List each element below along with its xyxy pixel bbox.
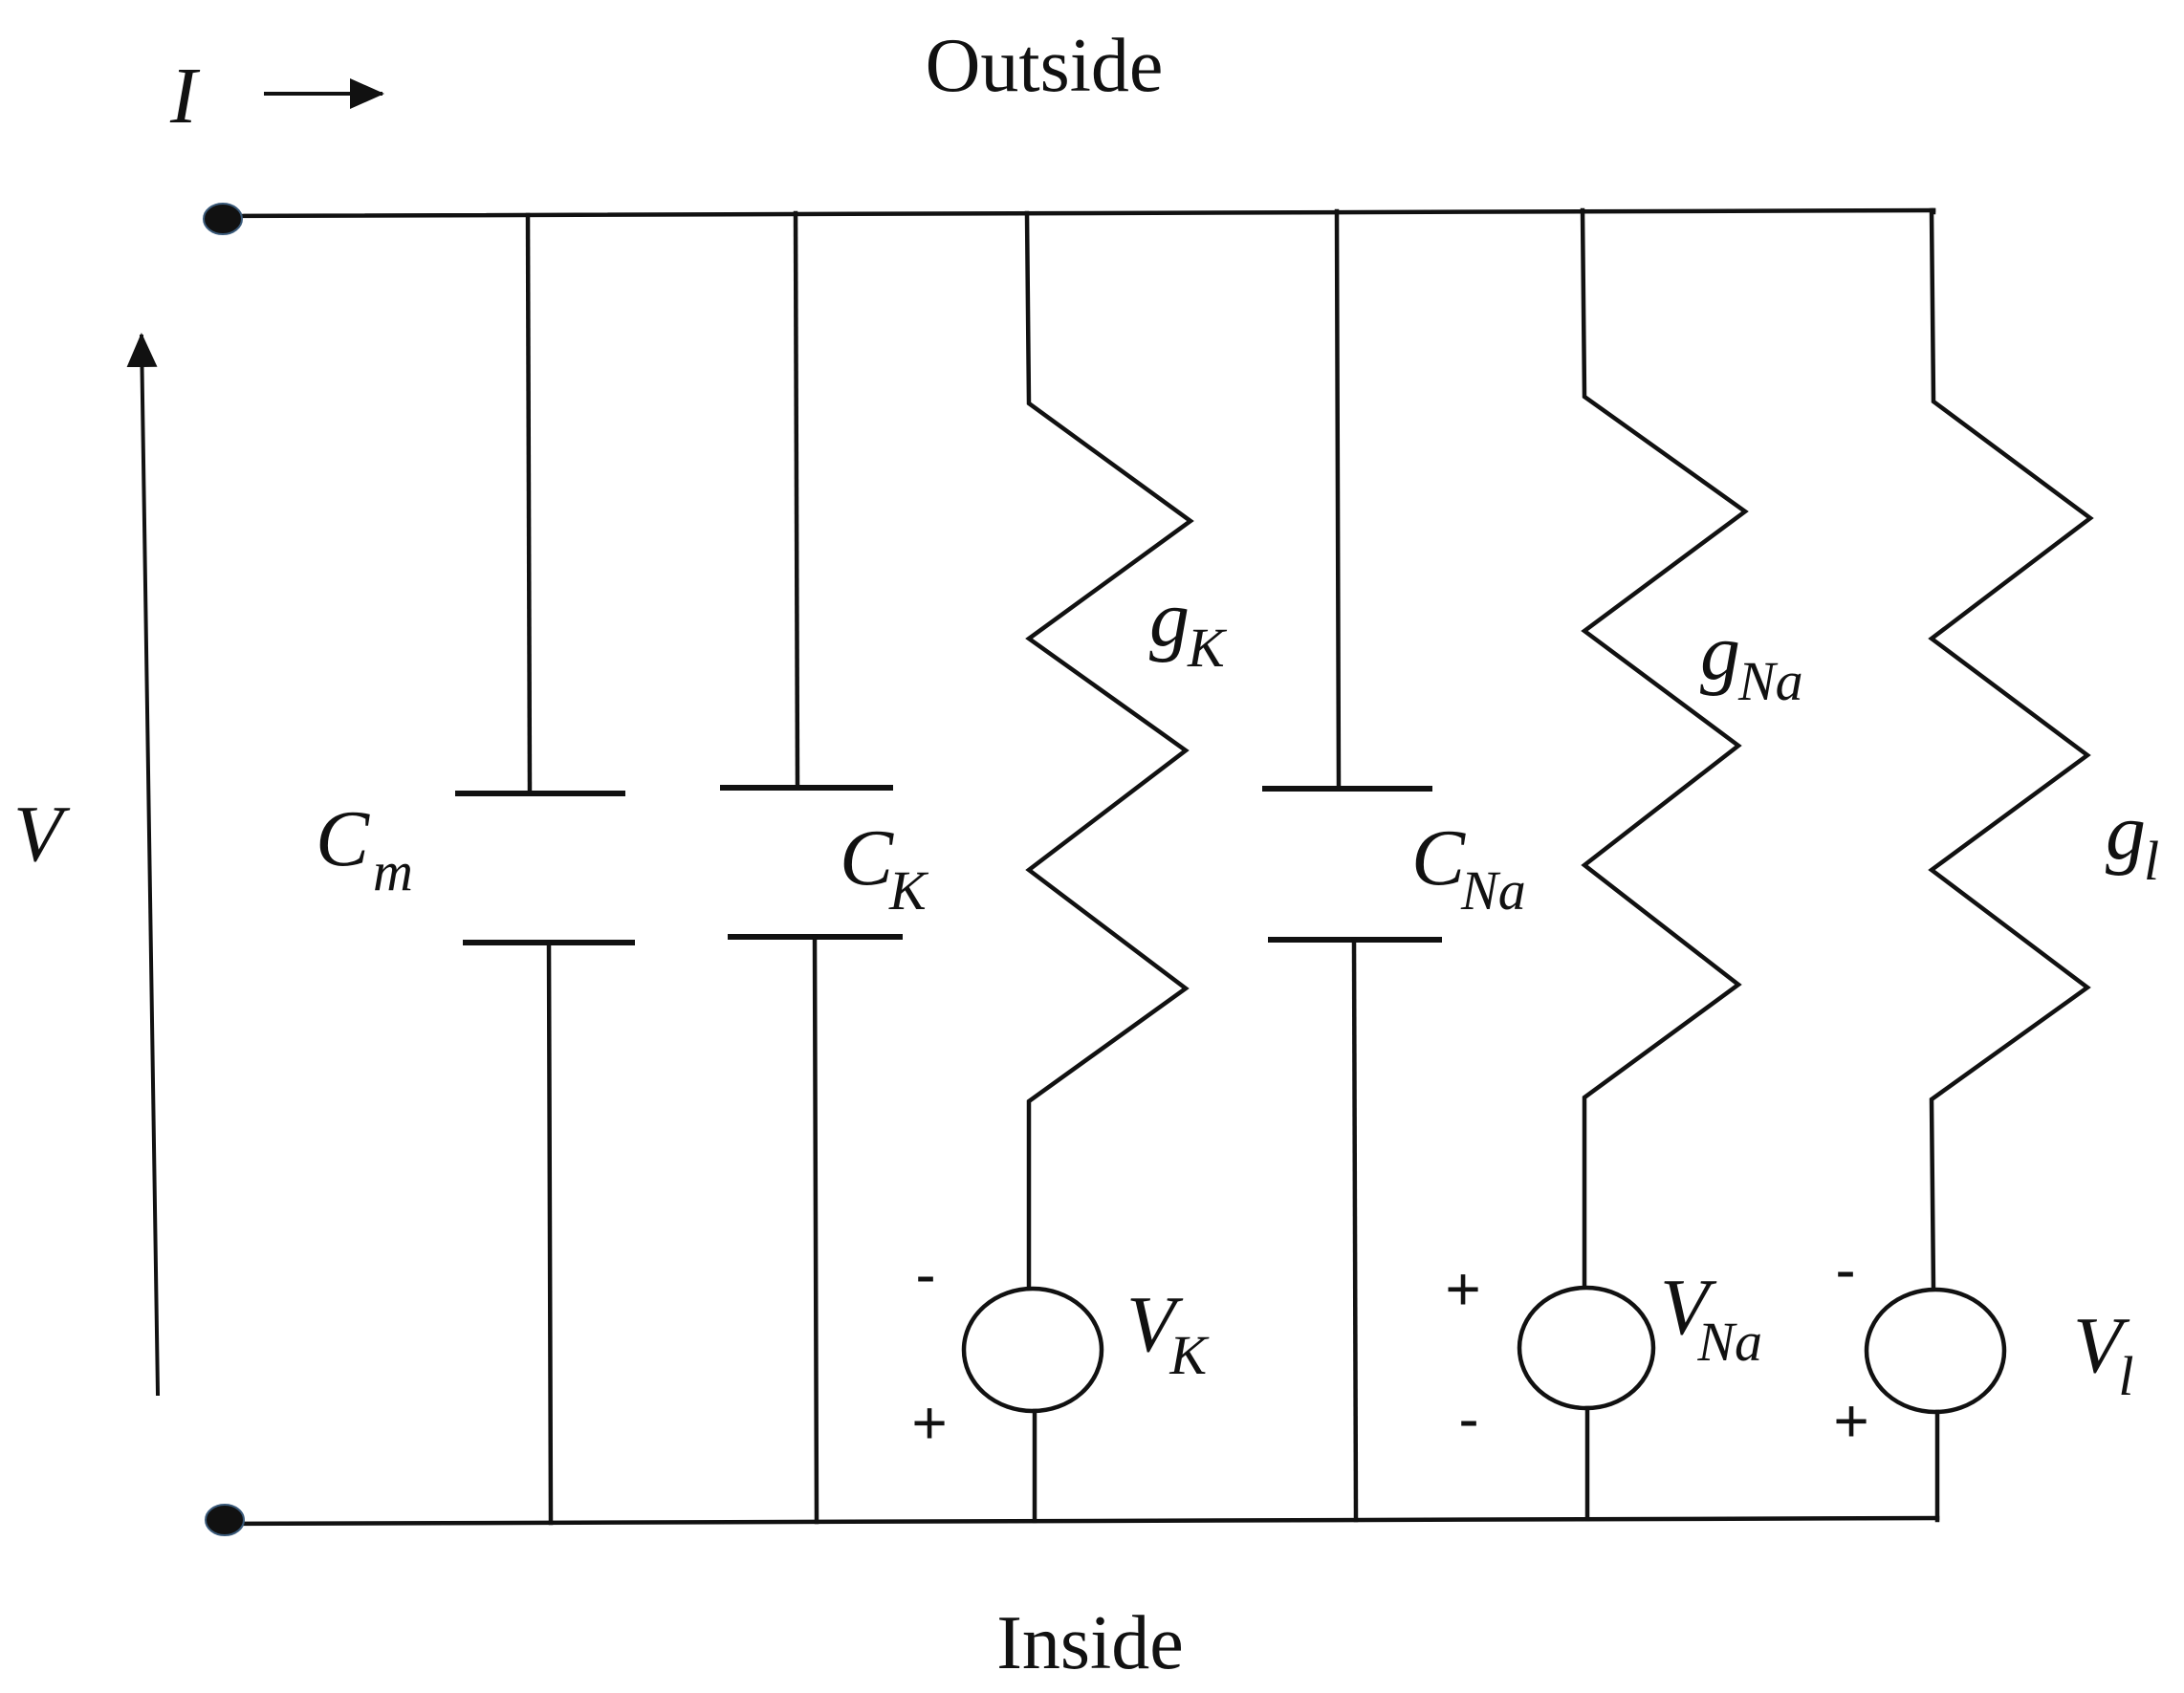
outside-label: Outside	[926, 24, 1164, 108]
voltage-source-vk	[961, 1286, 1104, 1524]
gk-label: gK	[1149, 575, 1228, 679]
gl-label: gl	[2106, 788, 2159, 892]
top-terminal	[203, 203, 243, 235]
vna-top-sign: +	[1445, 1254, 1480, 1323]
cna-label: CNa	[1411, 814, 1526, 922]
capacitor-cna	[1262, 208, 1442, 1523]
vl-bottom-sign: +	[1833, 1386, 1868, 1455]
vl-label: Vl	[2073, 1301, 2133, 1407]
vk-top-sign: -	[915, 1240, 935, 1309]
capacitor-cm	[455, 212, 635, 1526]
capacitor-ck	[720, 210, 903, 1525]
inside-label: Inside	[996, 1601, 1184, 1685]
voltage-source-vna	[1517, 1285, 1656, 1522]
ck-label: CK	[840, 814, 929, 922]
resistor-gl	[1928, 207, 2094, 1293]
cm-label: Cm	[316, 794, 413, 902]
vna-label: VNa	[1660, 1263, 1762, 1373]
vk-label: VK	[1126, 1280, 1210, 1386]
resistor-gk	[1024, 210, 1194, 1297]
vl-top-sign: -	[1835, 1235, 1855, 1304]
bottom-rail	[222, 1515, 1940, 1527]
vna-bottom-sign: -	[1458, 1384, 1478, 1453]
top-rail	[219, 207, 1936, 219]
resistor-gna	[1580, 207, 1749, 1293]
bottom-terminal	[205, 1504, 245, 1536]
voltage-arrow	[126, 333, 161, 1397]
voltage-source-vl	[1864, 1287, 2007, 1523]
vk-bottom-sign: +	[911, 1388, 947, 1457]
voltage-label: V	[13, 790, 71, 879]
gna-label: gNa	[1700, 608, 1803, 712]
current-label: I	[169, 52, 201, 141]
